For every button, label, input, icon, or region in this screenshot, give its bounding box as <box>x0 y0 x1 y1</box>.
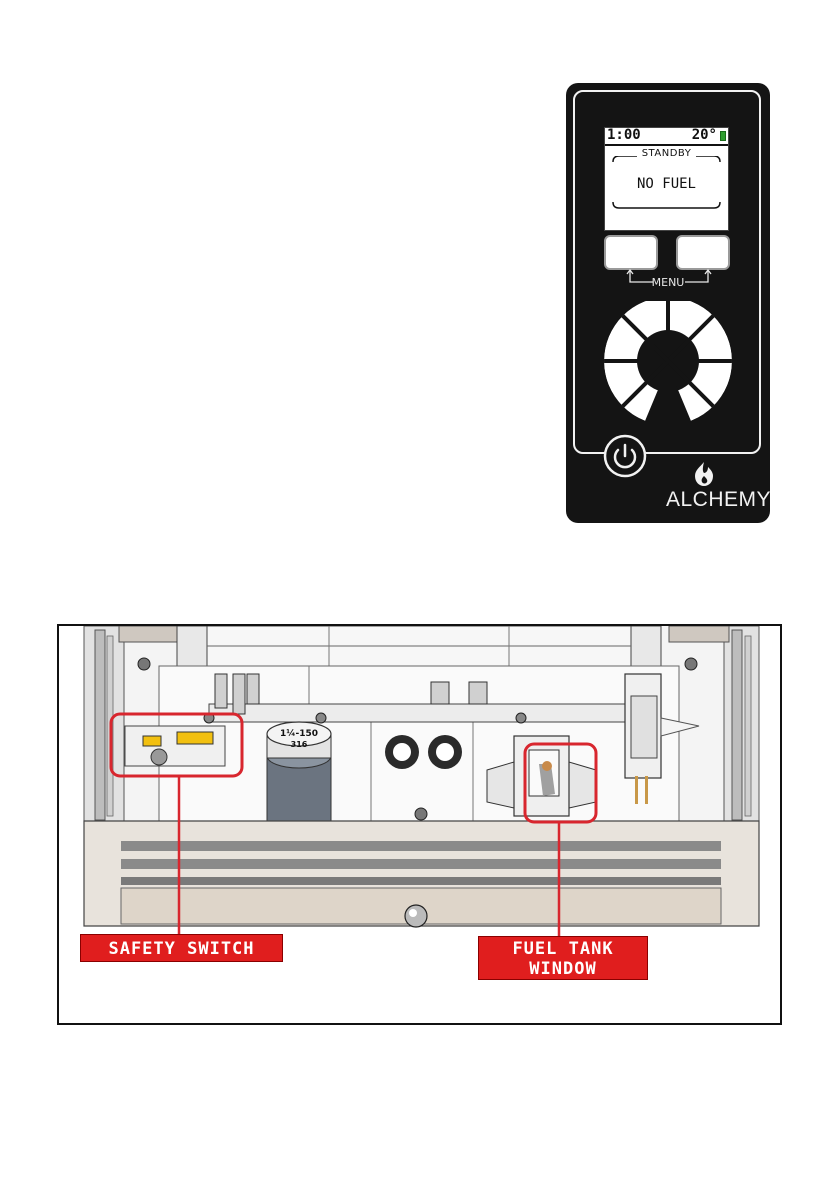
flame-logo-icon <box>692 461 716 487</box>
left-menu-button[interactable] <box>604 235 658 270</box>
fuel-tank-window-callout: FUEL TANK WINDOW <box>478 936 648 980</box>
power-icon[interactable] <box>603 434 647 478</box>
menu-label: MENU <box>566 276 770 289</box>
status-message: NO FUEL <box>611 176 722 192</box>
remote-control: 1:00 20° STANDBY NO FUEL MENU <box>566 83 770 523</box>
safety-switch-callout: SAFETY SWITCH <box>80 934 283 962</box>
standby-frame: STANDBY NO FUEL <box>611 156 722 212</box>
control-dial[interactable] <box>600 301 736 421</box>
display-time: 1:00 <box>607 127 641 143</box>
right-menu-button[interactable] <box>676 235 730 270</box>
fuel-tank-callout-line2: WINDOW <box>479 959 647 979</box>
battery-icon <box>720 131 726 141</box>
remote-display: 1:00 20° STANDBY NO FUEL <box>604 127 729 231</box>
display-temperature: 20° <box>692 127 717 143</box>
pipe-grade-label: 316 <box>291 740 308 749</box>
fuel-tank-callout-line1: FUEL TANK <box>479 939 647 959</box>
pipe-size-label: 1¼-150 <box>280 728 318 739</box>
standby-title: STANDBY <box>611 148 722 159</box>
burner-illustration: 1¼-150 316 <box>59 626 782 1025</box>
brand-name: ALCHEMY <box>666 488 766 512</box>
burner-diagram: 1¼-150 316 <box>57 624 782 1025</box>
display-status-bar: 1:00 20° <box>605 128 728 146</box>
